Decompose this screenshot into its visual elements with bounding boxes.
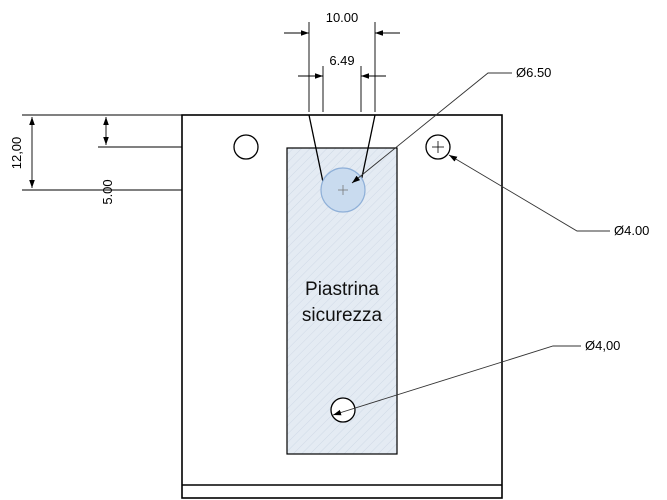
body-outline (181, 114, 503, 499)
callout-right-hole: Ø4.00 (614, 223, 649, 238)
callout-bottom-hole: Ø4,00 (585, 338, 620, 353)
vert-hole-text: 5.00 (100, 179, 115, 204)
leader-right-hole (448, 154, 610, 232)
slot-outline (308, 114, 376, 183)
leader-large-hole (351, 72, 512, 184)
vert-total-text: 12,00 (9, 137, 24, 170)
left-hole (233, 134, 259, 160)
slot-dim-text: 6.49 (329, 53, 354, 68)
plate-label-line1: Piastrina (305, 279, 379, 300)
bottom-hole (330, 397, 356, 423)
callout-large-hole: Ø6.50 (516, 65, 551, 80)
top-dim-text: 10.00 (326, 10, 359, 25)
leader-bottom-hole (332, 345, 581, 416)
plate-label-line2: sicurezza (302, 305, 383, 326)
